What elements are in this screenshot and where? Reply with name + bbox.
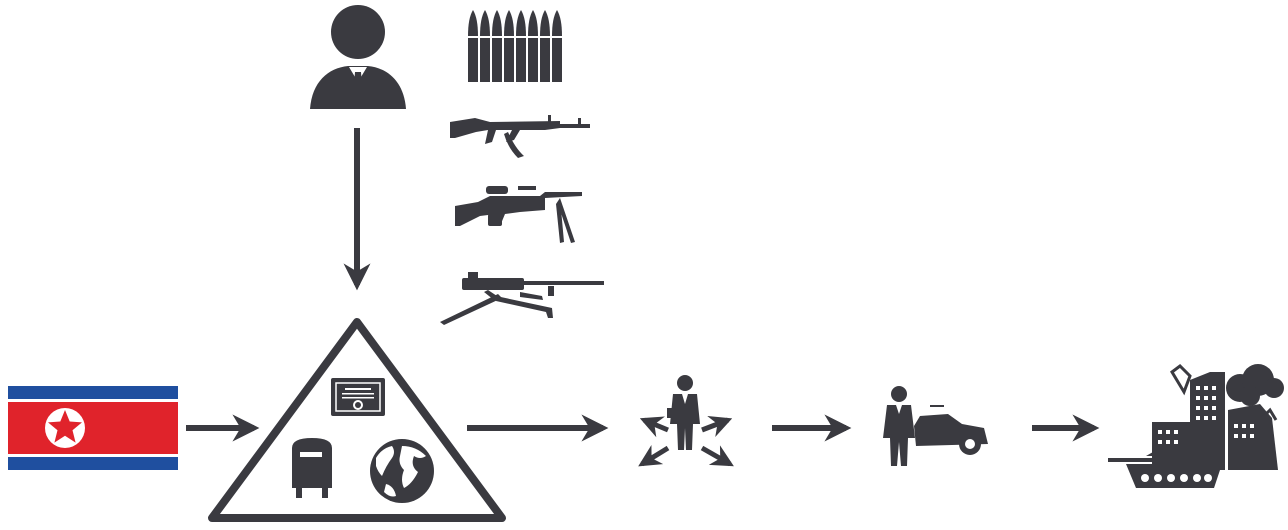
heavy-machine-gun-icon — [440, 272, 604, 325]
light-machine-gun-icon — [455, 186, 582, 243]
person-with-car-icon — [883, 386, 988, 466]
tank-destroyed-city-icon — [1108, 364, 1284, 488]
certificate-icon — [331, 378, 385, 416]
north-korea-flag-icon — [8, 386, 178, 470]
triangle-frame — [212, 322, 502, 518]
distributor-person-icon — [667, 375, 700, 450]
assault-rifle-icon — [450, 115, 590, 158]
businessman-icon — [310, 5, 406, 109]
globe-icon — [370, 439, 434, 503]
mailbox-icon — [292, 438, 332, 498]
ammunition-icon — [468, 10, 562, 82]
